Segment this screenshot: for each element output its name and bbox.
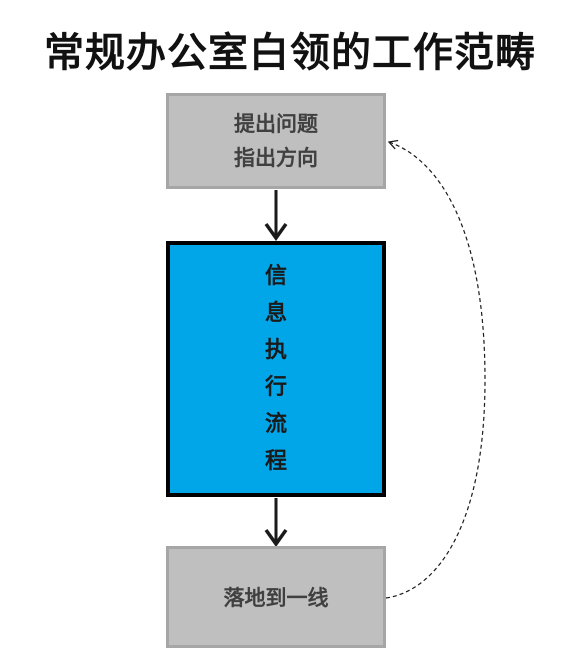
node-top-line2: 指出方向 (234, 146, 318, 170)
node-raise-questions: 提出问题 指出方向 (166, 93, 386, 189)
node-middle-char: 行 (264, 375, 287, 400)
node-bottom-label: 落地到一线 (223, 586, 329, 610)
arrow-middle-to-bottom (264, 498, 288, 548)
node-middle-char: 流 (264, 412, 287, 437)
node-middle-char: 信 (264, 264, 287, 289)
feedback-loop-arrow (385, 139, 486, 599)
node-land-frontline: 落地到一线 (166, 546, 386, 648)
node-middle-char: 执 (264, 338, 287, 363)
arrow-top-to-middle (264, 190, 288, 242)
diagram-title: 常规办公室白领的工作范畴 (44, 29, 536, 76)
node-middle-char: 程 (264, 449, 287, 474)
node-information-execution: 信 息 执 行 流 程 (166, 241, 386, 497)
node-middle-char: 息 (264, 301, 287, 326)
node-top-line1: 提出问题 (234, 112, 318, 136)
